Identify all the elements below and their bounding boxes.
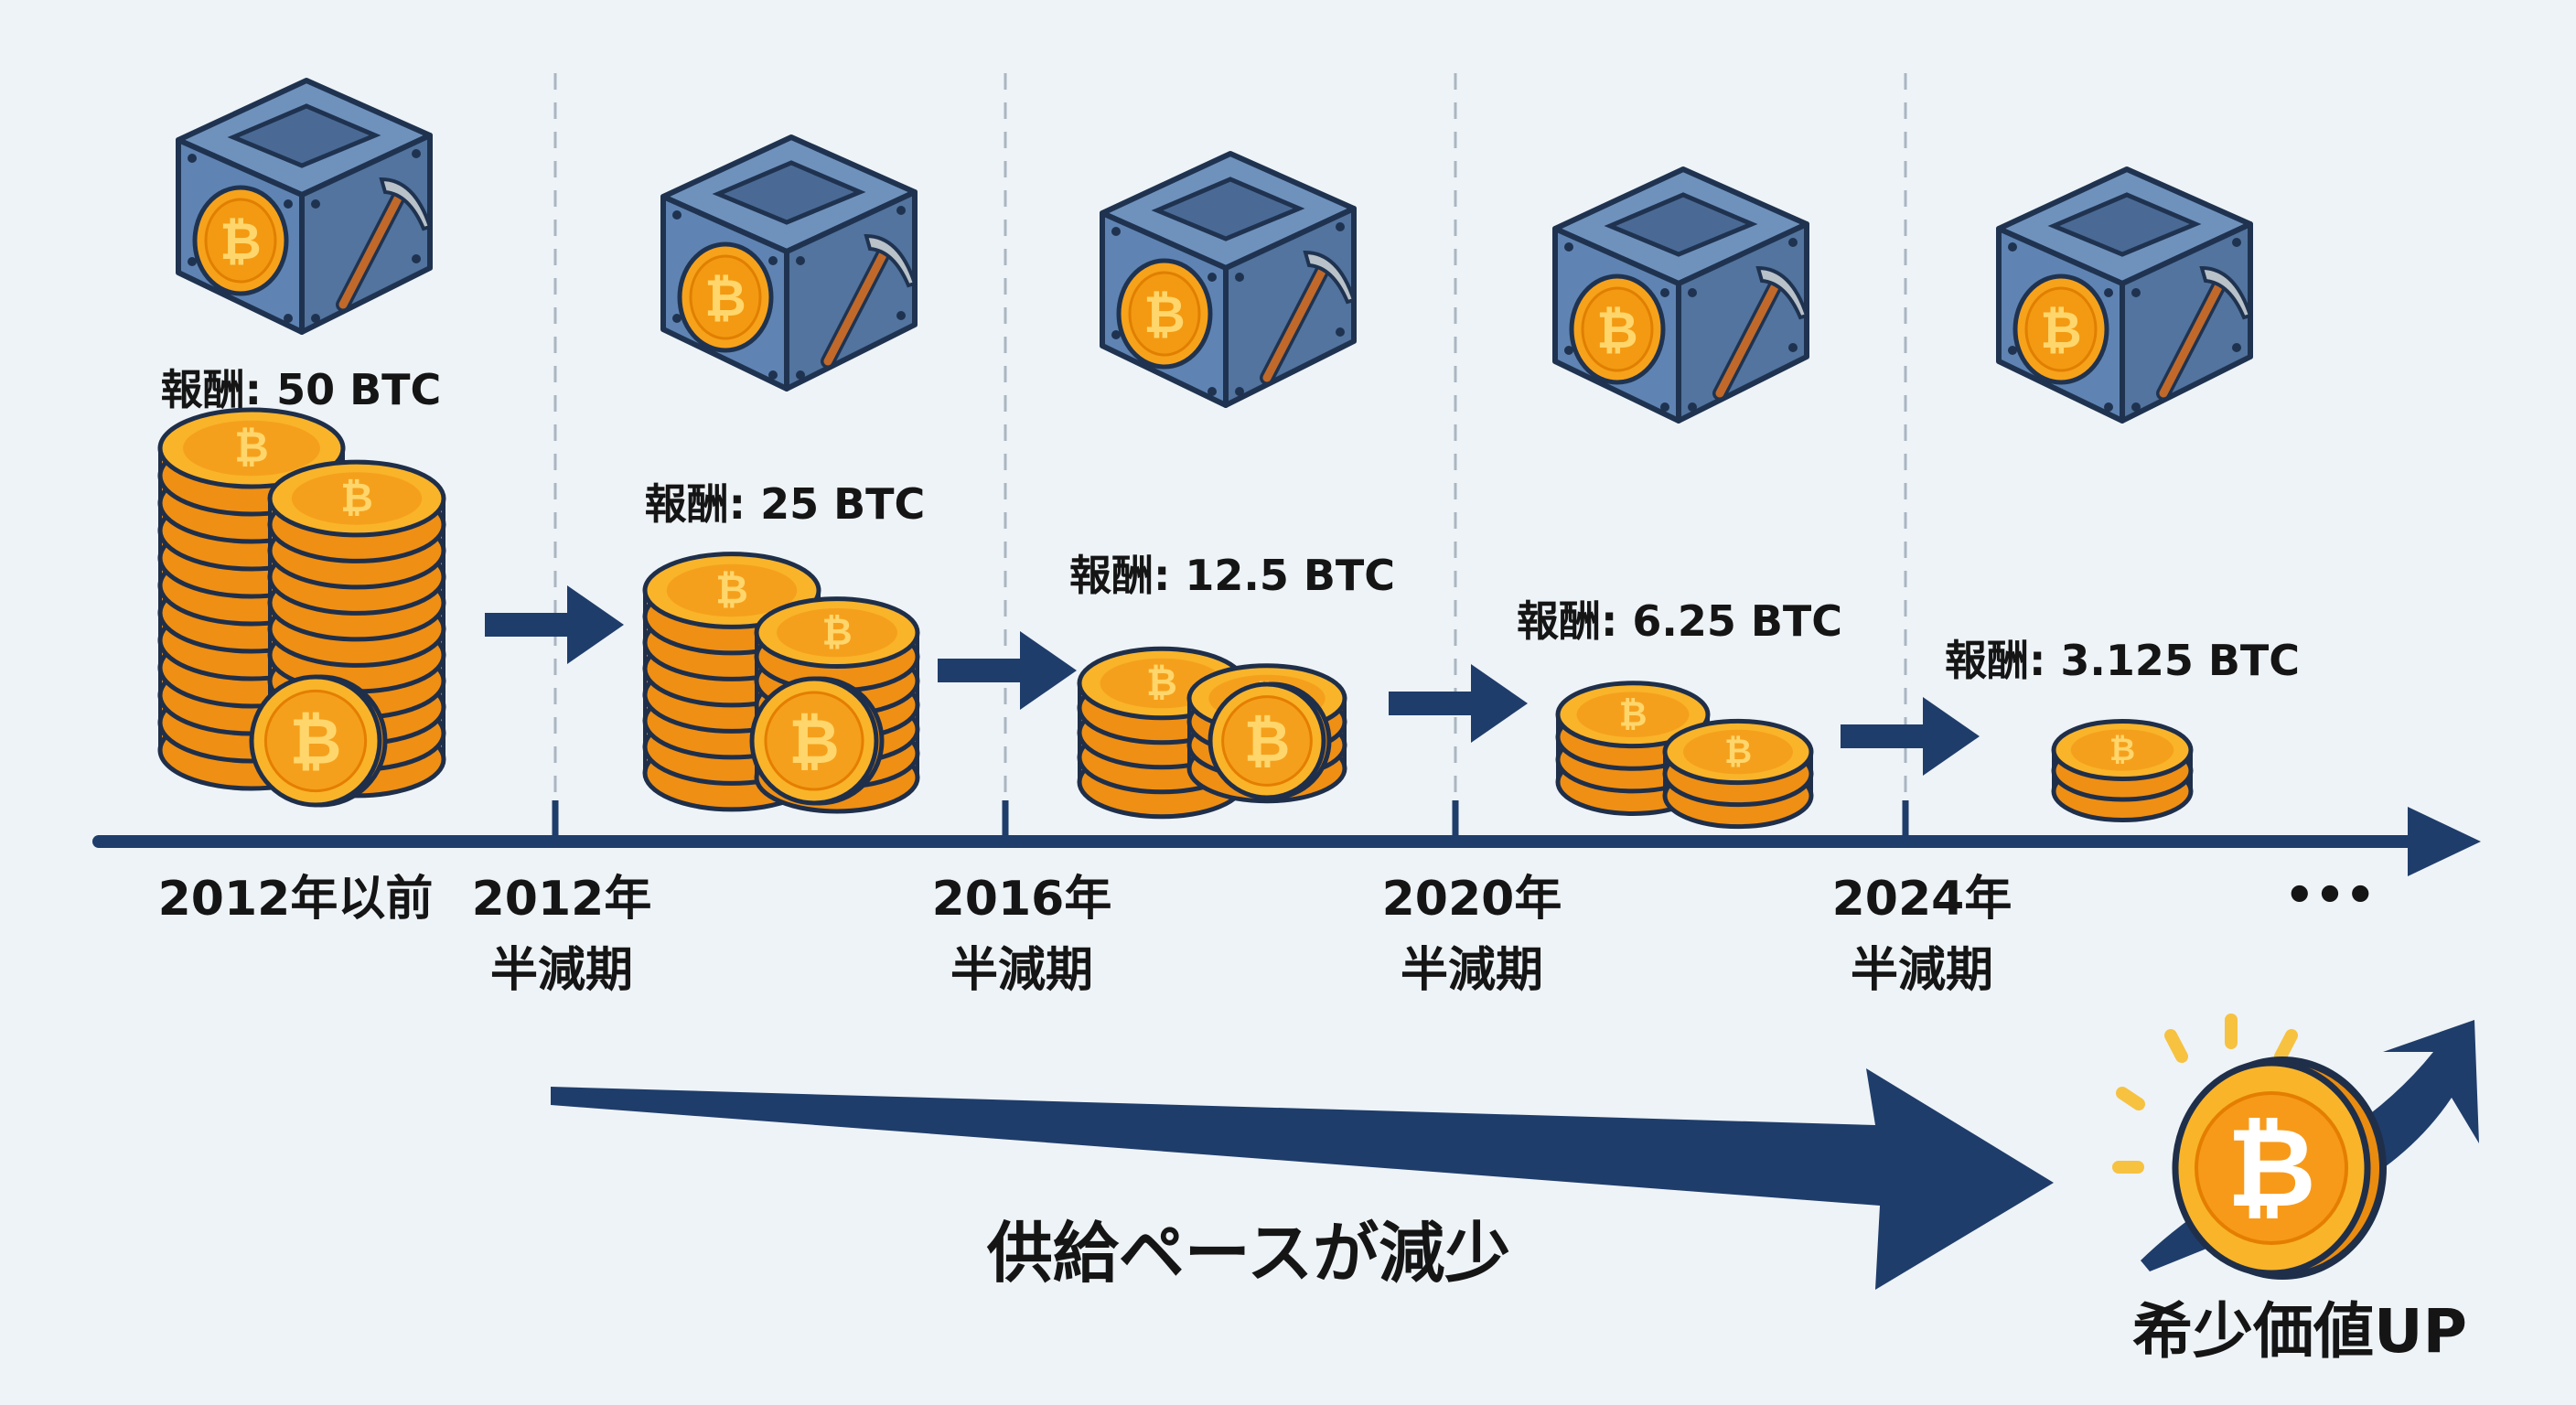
reward-label: 報酬: 50 BTC [161,365,442,414]
period-label: 2016年 [932,872,1112,927]
reward-label: 報酬: 6.25 BTC [1517,596,1842,646]
period-sublabel: 半減期 [1851,943,1993,998]
timeline-arrowhead [2408,807,2481,876]
bitcoin-symbol: ₿ [1146,660,1177,704]
bitcoin-symbol: ₿ [234,423,269,472]
bitcoin-symbol: ₿ [789,706,839,778]
supply-caption: 供給ペースが減少 [987,1215,1510,1292]
arrow-right-icon [1841,697,1980,776]
reward-label: 報酬: 3.125 BTC [1945,636,2300,685]
arrow-right-icon [485,585,624,664]
period-sublabel: 半減期 [490,943,633,998]
continuation-ellipsis: ••• [2284,868,2376,923]
timeline-axis [92,800,2481,876]
bitcoin-symbol: ₿ [2109,732,2135,768]
supply-decrease-arrow [551,1068,2054,1290]
transition-arrows [485,585,1980,776]
reward-label: 報酬: 12.5 BTC [1069,551,1395,600]
reward-label: 報酬: 25 BTC [645,479,926,529]
coin-front: ₿ [1208,681,1332,800]
period-label: 2012年以前 [158,872,434,927]
bitcoin-symbol: ₿ [821,610,852,654]
period-label: 2020年 [1382,872,1562,927]
coin-stack: ₿ [1662,718,1814,830]
period-label: 2012年 [472,872,652,927]
period-sublabel: 半減期 [950,943,1093,998]
period-sublabel: 半減期 [1401,943,1543,998]
coin-stacks: ₿₿₿₿₿₿₿₿₿₿₿₿ [157,407,2194,830]
bitcoin-symbol: ₿ [1724,732,1752,771]
bitcoin-symbol: ₿ [1619,693,1648,734]
bitcoin-symbol: ₿ [1244,708,1291,775]
period-label: 2024年 [1832,872,2012,927]
bitcoin-symbol: ₿ [2227,1105,2316,1232]
bitcoin-symbol: ₿ [340,475,373,521]
bitcoin-symbol: ₿ [289,704,341,779]
arrow-right-icon [1389,664,1528,743]
coin-stack: ₿ [2051,719,2194,822]
coin-front: ₿ [249,674,388,808]
shine-rays-icon [2112,1014,2298,1174]
scarcity-caption: 希少価値UP [2132,1296,2467,1367]
scarcity-value-up-icon: ₿ [2112,1014,2479,1280]
arrow-right-icon [938,631,1077,710]
bitcoin-symbol: ₿ [715,566,748,613]
coin-front: ₿ [749,676,885,806]
